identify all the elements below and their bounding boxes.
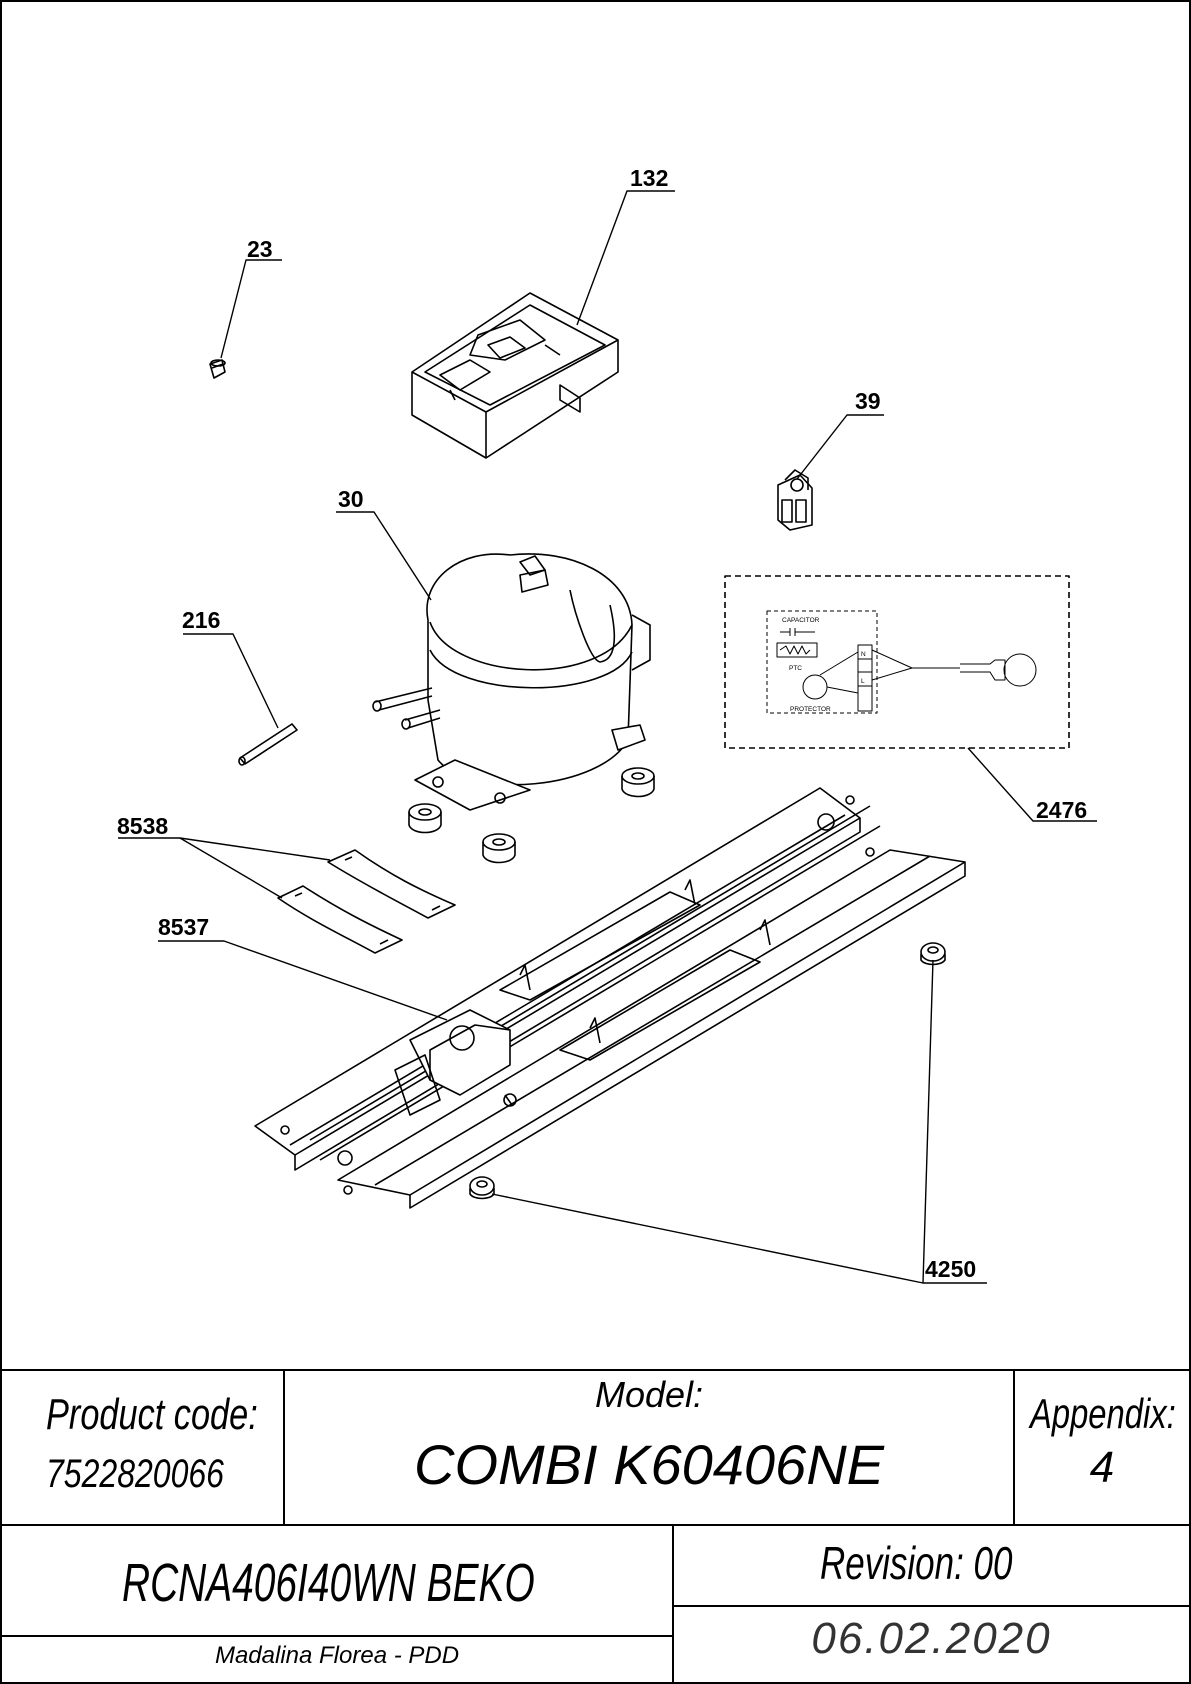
appendix-label: Appendix: <box>1030 1390 1176 1437</box>
part-8537-base-frame <box>254 787 966 1209</box>
date: 06.02.2020 <box>811 1614 1052 1663</box>
part-132-box <box>411 292 619 459</box>
revision: Revision: 00 <box>820 1537 1013 1589</box>
wiring-terminal-l: L <box>861 678 865 685</box>
product-code-value: 7522820066 <box>46 1452 224 1496</box>
wiring-ptc-label: PTC <box>789 665 802 672</box>
product-code-label: Product code: <box>46 1390 258 1439</box>
model-value: COMBI K60406NE <box>414 1433 884 1496</box>
appendix-value: 4 <box>1089 1443 1115 1492</box>
product-name: RCNA406I40WN BEKO <box>122 1553 535 1613</box>
callout-4250: 4250 <box>925 1256 976 1282</box>
wiring-protector-label: PROTECTOR <box>790 706 831 713</box>
callout-39: 39 <box>855 388 881 414</box>
part-30-compressor <box>372 553 651 811</box>
grommet-group <box>408 767 655 864</box>
callout-23: 23 <box>247 236 273 262</box>
title-block-frame <box>1 1369 1190 1683</box>
part-39-relay <box>777 469 813 531</box>
callout-216: 216 <box>182 607 220 633</box>
wiring-terminal-n: N <box>861 651 866 658</box>
model-label: Model: <box>594 1374 704 1415</box>
callout-2476: 2476 <box>1036 797 1087 823</box>
part-23-clip <box>209 359 226 379</box>
part-2476-wiring <box>724 575 1070 749</box>
part-216-pin <box>238 723 298 766</box>
callout-132: 132 <box>630 165 668 191</box>
callout-30: 30 <box>338 486 364 512</box>
callout-8537: 8537 <box>158 914 209 940</box>
leader-lines <box>118 190 1097 1284</box>
callout-8538: 8538 <box>117 813 168 839</box>
wiring-capacitor-label: CAPACITOR <box>782 617 820 624</box>
part-8538-pads <box>277 849 456 954</box>
author: Madalina Florea - PDD <box>214 1642 460 1669</box>
